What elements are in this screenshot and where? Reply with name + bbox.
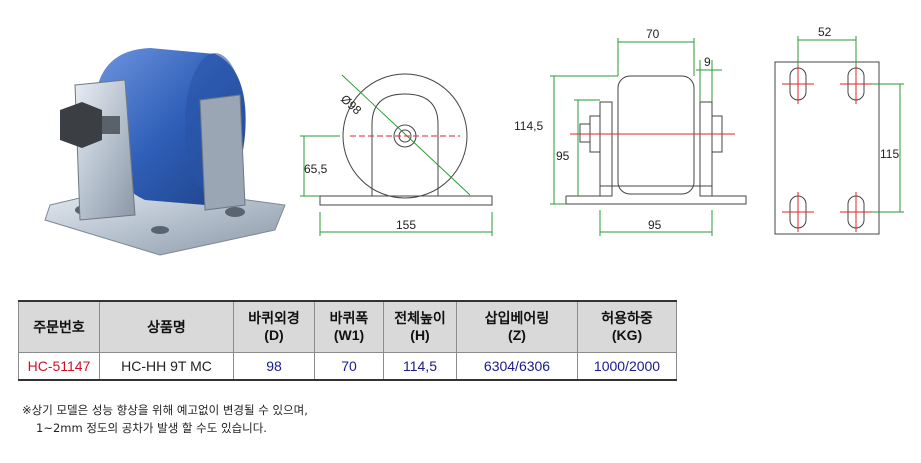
product-photo xyxy=(44,48,286,256)
front-plate-thickness-label: 9 xyxy=(704,55,711,69)
front-top-width-label: 70 xyxy=(646,27,660,41)
technical-drawings: Ø98 65,5 155 70 9 114,5 95 95 xyxy=(300,25,904,236)
cell-product-name: HC-HH 9T MC xyxy=(99,352,234,381)
top-view-drawing xyxy=(774,36,904,235)
header-load: 허용하중(KG) xyxy=(577,300,677,353)
header-wheel-width: 바퀴폭(W1) xyxy=(314,300,384,353)
cell-order-no: HC-51147 xyxy=(18,352,100,381)
header-bearing: 삽입베어링(Z) xyxy=(456,300,578,353)
top-hole-spacing-x-label: 52 xyxy=(818,25,832,39)
note-line-1: ※상기 모델은 성능 향상을 위해 예고없이 변경될 수 있으며, xyxy=(22,403,308,417)
note-line-2: 1~2mm 정도의 공차가 발생 할 수도 있습니다. xyxy=(36,421,267,435)
side-view-drawing xyxy=(300,73,493,236)
header-wheel-diameter: 바퀴외경(D) xyxy=(233,300,315,353)
header-order-no: 주문번호 xyxy=(18,300,100,353)
side-base-width-label: 155 xyxy=(396,218,416,232)
front-total-height-label: 114,5 xyxy=(514,119,543,133)
spec-table: 주문번호 상품명 바퀴외경(D) 바퀴폭(W1) 전체높이(H) 삽입베어링(Z… xyxy=(18,300,677,381)
table-row: HC-51147 HC-HH 9T MC 98 70 114,5 6304/63… xyxy=(18,352,677,381)
header-product-name: 상품명 xyxy=(99,300,234,353)
cell-wheel-diameter: 98 xyxy=(233,352,315,381)
cell-wheel-width: 70 xyxy=(314,352,384,381)
front-base-width-label: 95 xyxy=(648,218,662,232)
front-view-drawing xyxy=(550,38,747,236)
front-wheel-height-label: 95 xyxy=(556,149,570,163)
top-hole-spacing-y-label: 115 xyxy=(880,147,899,161)
table-header-row: 주문번호 상품명 바퀴외경(D) 바퀴폭(W1) 전체높이(H) 삽입베어링(Z… xyxy=(18,300,677,353)
cell-total-height: 114,5 xyxy=(383,352,457,381)
cell-load: 1000/2000 xyxy=(577,352,677,381)
cell-bearing: 6304/6306 xyxy=(456,352,578,381)
side-axle-height-label: 65,5 xyxy=(304,162,328,176)
side-diameter-label: Ø98 xyxy=(338,92,364,118)
header-total-height: 전체높이(H) xyxy=(383,300,457,353)
